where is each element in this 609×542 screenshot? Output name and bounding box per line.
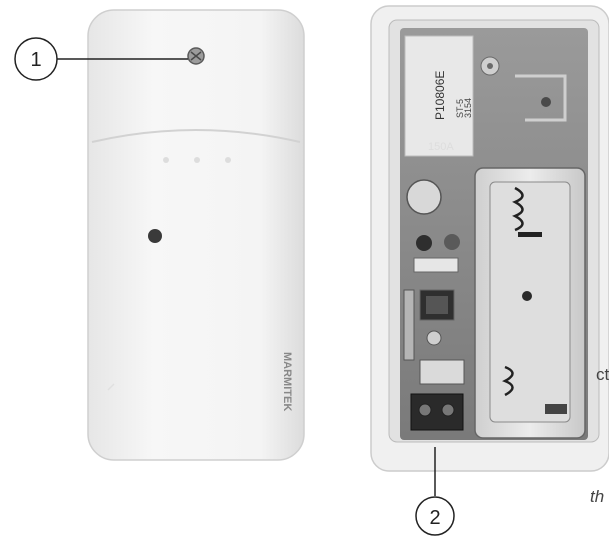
capacitor-component <box>416 235 432 251</box>
slot-component <box>419 359 465 385</box>
pcb-sticker <box>404 35 474 157</box>
callout-number-2: 2 <box>429 507 441 529</box>
pcb-label-st: ST-5 <box>455 99 465 118</box>
callout-number-1: 1 <box>30 49 42 71</box>
terminal-block <box>410 393 464 431</box>
spring-bottom-icon <box>502 365 514 397</box>
reed-glass <box>403 289 415 361</box>
led-dot-1 <box>163 157 169 163</box>
housing-seam <box>91 129 301 143</box>
screw-slot <box>190 51 202 61</box>
callout-1 <box>14 37 188 81</box>
pcb-label-freq: 150A <box>428 141 454 153</box>
jumper-component <box>413 257 459 273</box>
tamper-switch-cap <box>426 296 448 314</box>
contact-mark <box>518 232 542 237</box>
battery-slot <box>489 181 571 423</box>
callout-2 <box>415 447 455 536</box>
pcb-via <box>541 97 551 107</box>
pcb-label-code: 3154 <box>463 98 473 118</box>
brand-logo: MARMITEK <box>281 352 293 411</box>
spring-top-icon <box>512 186 524 232</box>
cropped-text-line-1: ct <box>596 365 609 384</box>
reed-component <box>426 330 442 346</box>
pcb-label-model: P10806E <box>433 71 447 120</box>
housing-mark <box>107 383 115 391</box>
callout-circle-2 <box>415 496 455 536</box>
buzzer-component <box>406 179 442 215</box>
antenna-trace <box>515 74 567 122</box>
battery-contact <box>545 404 567 414</box>
terminal-screw-1 <box>418 403 432 417</box>
closed-device: MARMITEK <box>87 9 305 461</box>
open-device: P10806E ST-5 3154 150A <box>370 5 609 472</box>
mount-hole-center <box>487 63 493 69</box>
sensor-hole <box>148 229 162 243</box>
led-dot-3 <box>225 157 231 163</box>
housing-body <box>87 9 305 461</box>
terminal-screw-2 <box>441 403 455 417</box>
led-component <box>444 234 460 250</box>
led-dot-2 <box>194 157 200 163</box>
battery-holder-screw <box>522 291 532 301</box>
cropped-text-line-2: th <box>590 487 605 506</box>
